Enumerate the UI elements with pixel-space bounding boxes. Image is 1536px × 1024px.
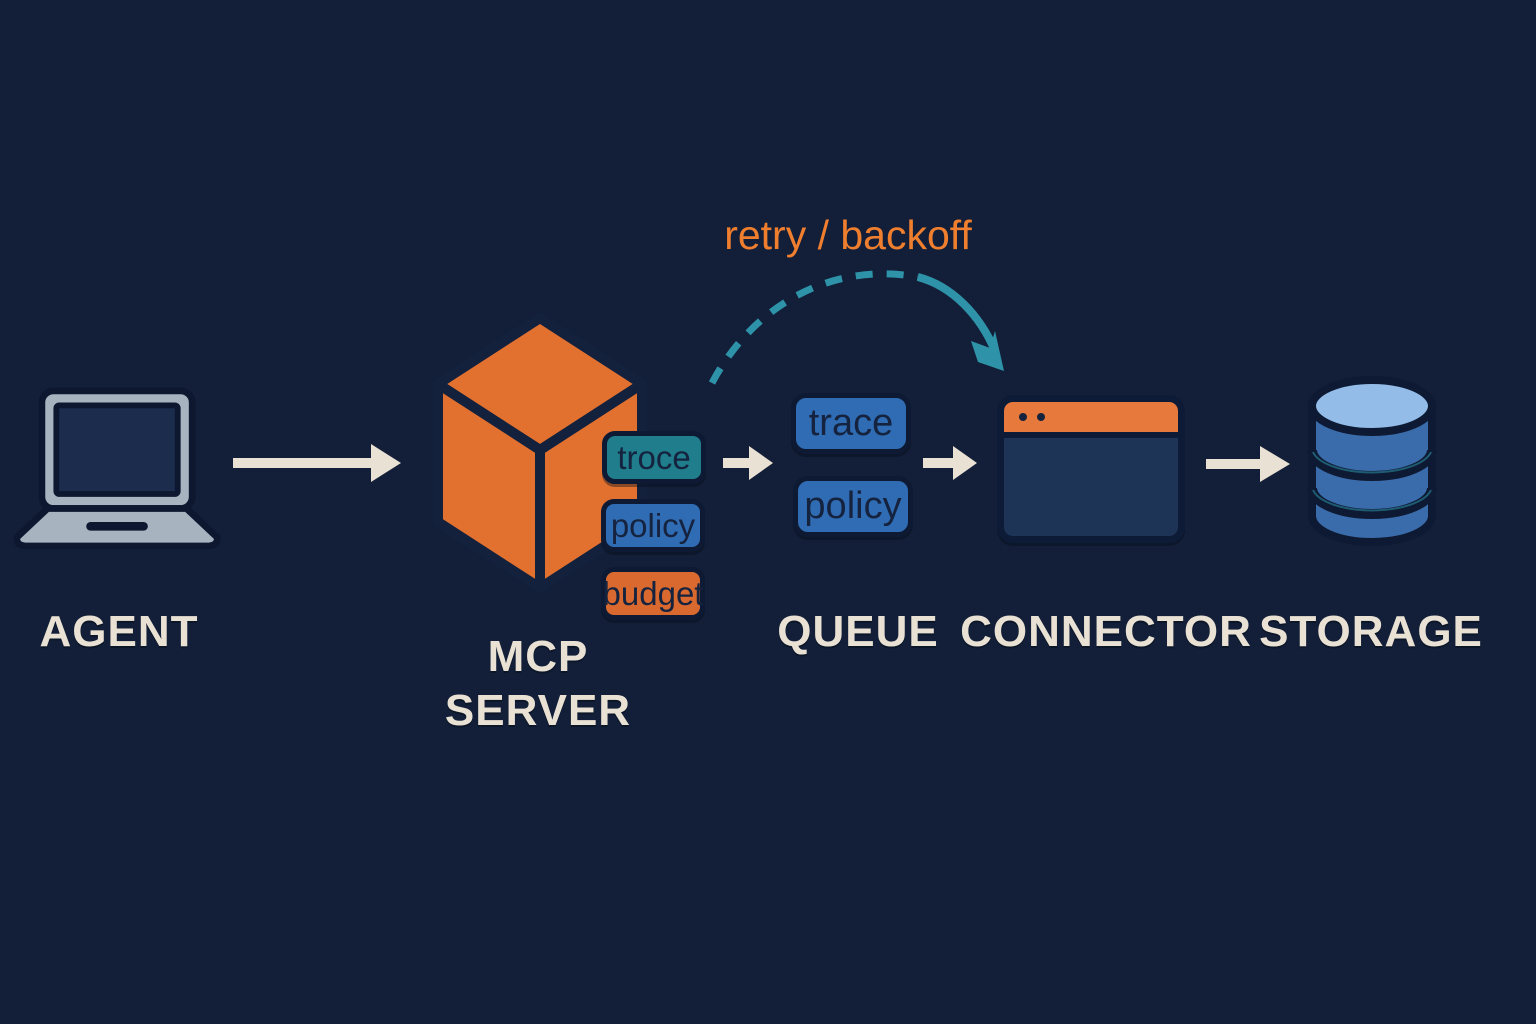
retry-backoff-label: retry / backoff [724,212,972,258]
queue-label: QUEUE [777,607,939,656]
queue-tag-trace: trace [791,393,911,454]
browser-window-icon [997,395,1185,543]
laptop-icon [13,387,221,550]
queue-tag-policy-label: policy [804,485,902,527]
arrow-connector-to-storage [1206,446,1290,482]
storage-label: STORAGE [1259,607,1483,656]
database-icon [1307,376,1437,546]
queue-tag-policy: policy [793,476,913,537]
mcp-tag-budget: budget [601,567,705,620]
browser-window-titlebar [1004,402,1178,438]
arrow-mcp-to-queue [723,446,773,480]
queue-tag-trace-label: trace [808,402,894,444]
arrow-agent-to-mcp [233,444,401,482]
connector-label: CONNECTOR [960,607,1252,656]
mcp-tag-budget-label: budget [602,574,704,612]
window-dot-icon [1037,413,1045,421]
mcp-tag-policy: policy [601,499,705,552]
arrow-queue-to-connector [923,446,977,480]
window-dot-icon [1019,413,1027,421]
mcp-tag-troce: troce [602,431,706,484]
mcp-server-label: MCP SERVER [444,632,632,735]
mcp-tag-policy-label: policy [610,506,696,544]
agent-label: AGENT [39,607,199,656]
retry-backoff-arc [708,270,1004,385]
mcp-tag-troce-label: troce [617,438,691,476]
